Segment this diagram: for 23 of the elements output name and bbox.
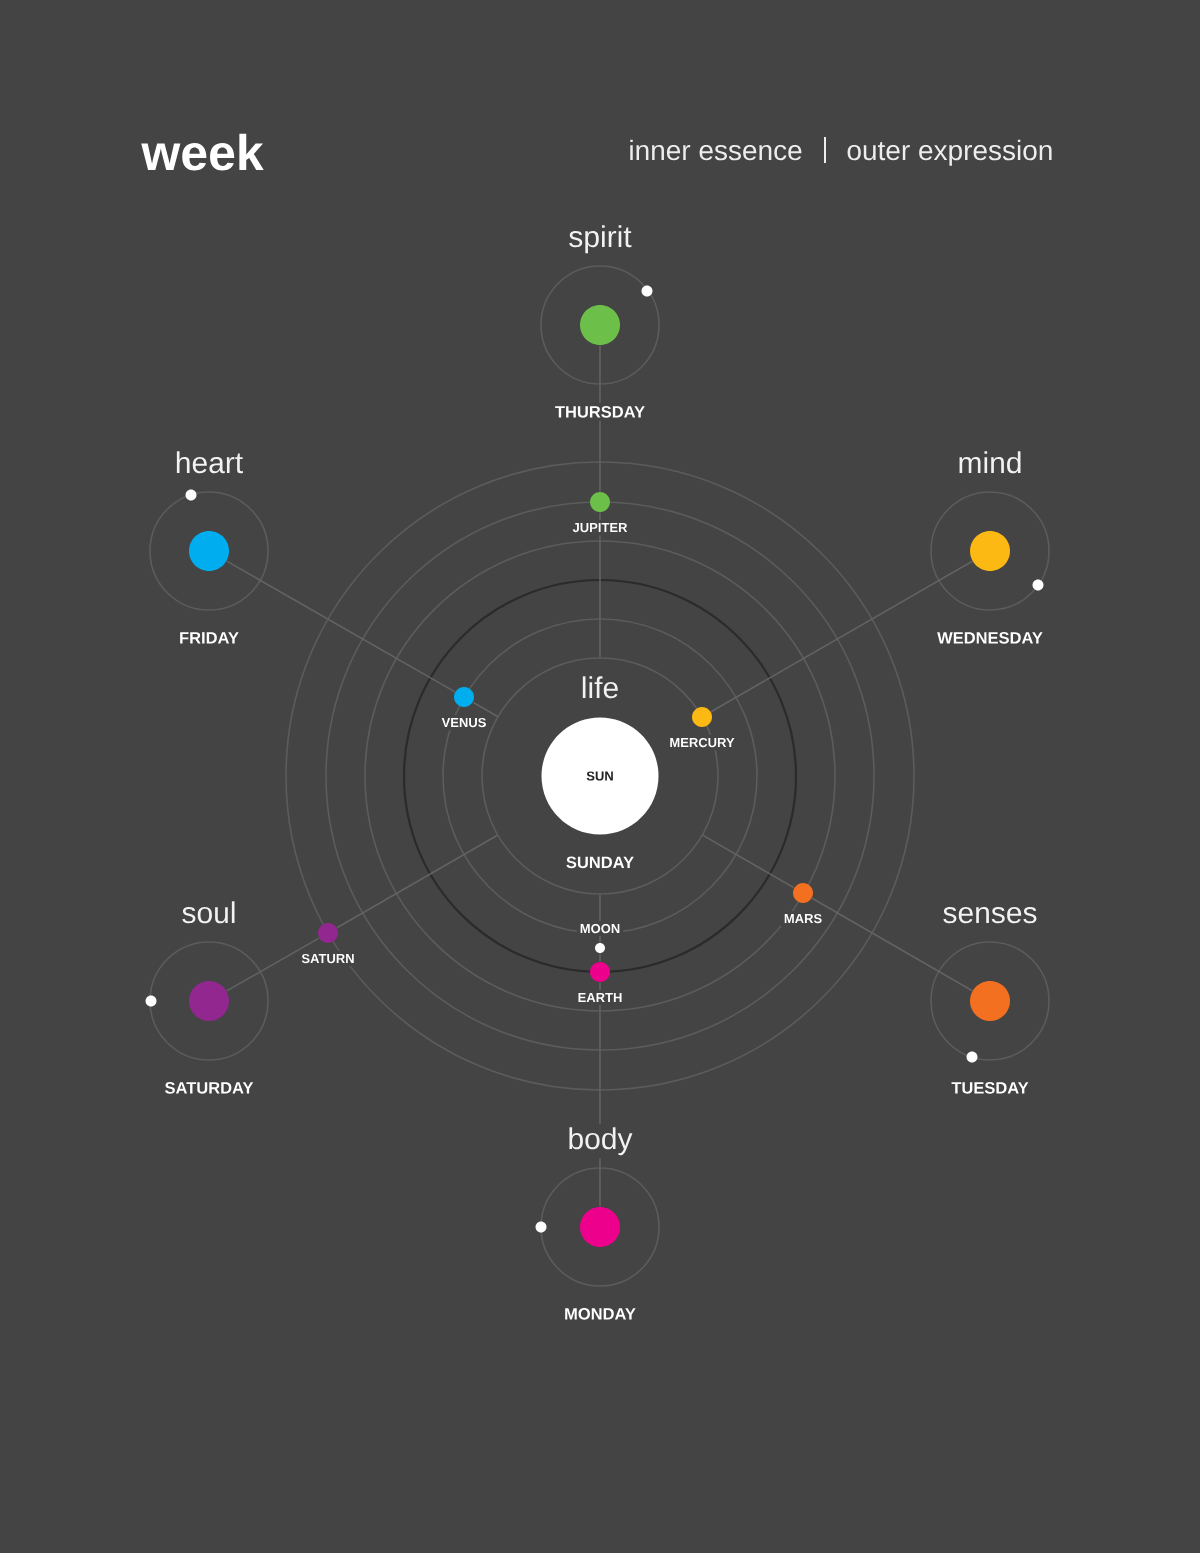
heading-label: heart [171,448,247,477]
heading-label: body [564,1124,636,1159]
planet-label: JUPITER [569,520,631,536]
spoke-line [336,834,499,929]
spoke-line [225,937,320,992]
subtitle: outer expression [847,139,1052,166]
sun-disc: SUN [541,717,659,835]
spoke-line [472,701,499,718]
heading-label: soul [178,898,240,927]
heading-label: mind [954,448,1026,477]
subtitle: inner essence [630,139,802,161]
heading-label: life [577,673,623,702]
day-label: MONDAY [561,1305,639,1323]
day-label: SUNDAY [562,853,638,872]
spoke-line [225,560,456,693]
spoke-line [701,834,795,889]
heading-label: spirit [565,222,635,257]
heading-label: senses [939,903,1041,927]
spoke-line [811,897,974,992]
spoke-line [710,560,974,713]
planet-label: EARTH [574,990,626,1005]
title: week [141,133,264,171]
day-label: FRIDAY [176,629,242,647]
